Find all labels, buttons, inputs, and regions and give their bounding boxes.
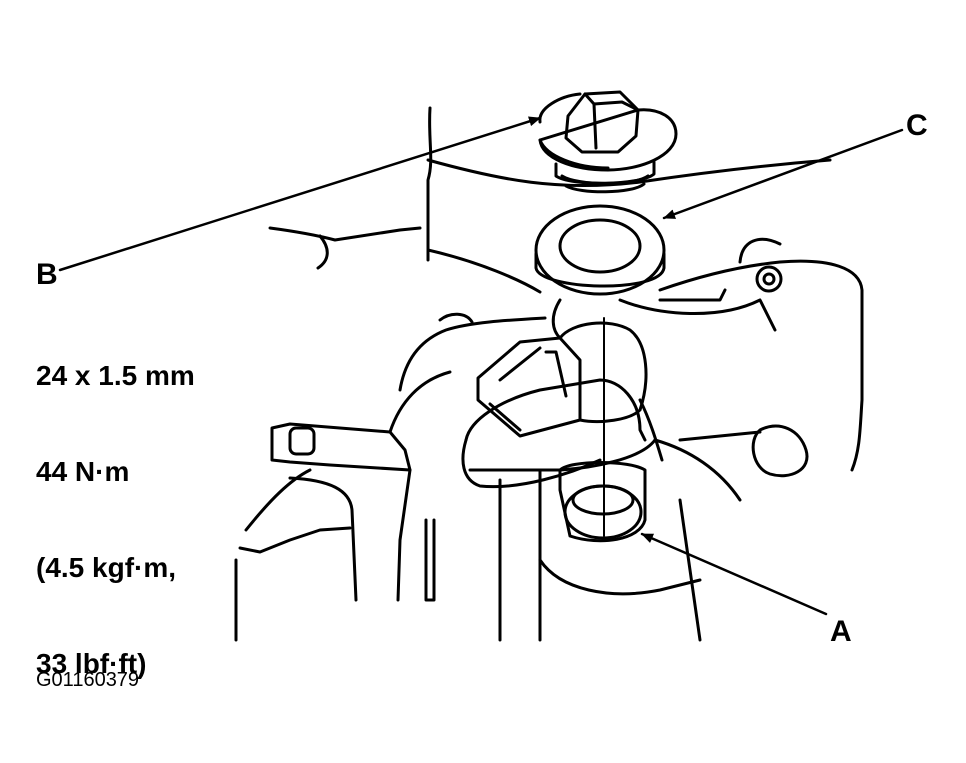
figure-id: G01160379 [36,669,140,691]
torque-spec: 24 x 1.5 mm 44 N·m (4.5 kgf·m, 33 lbf·ft… [36,296,195,712]
leader-c [662,128,904,220]
spec-torque-nm: 44 N·m [36,456,130,487]
sealing-washer [534,204,666,296]
leader-a [640,532,828,616]
engine-housing [234,106,864,642]
callout-label-c: C [906,109,928,142]
spec-torque-kgfm: (4.5 kgf·m, [36,552,177,583]
drain-plug [538,90,678,194]
spec-torque-lbfft: 33 lbf·ft) [36,648,147,679]
spec-thread: 24 x 1.5 mm [36,360,195,391]
callout-label-a: A [830,615,852,648]
leader-b [58,116,542,272]
callout-label-b: B [36,258,58,291]
